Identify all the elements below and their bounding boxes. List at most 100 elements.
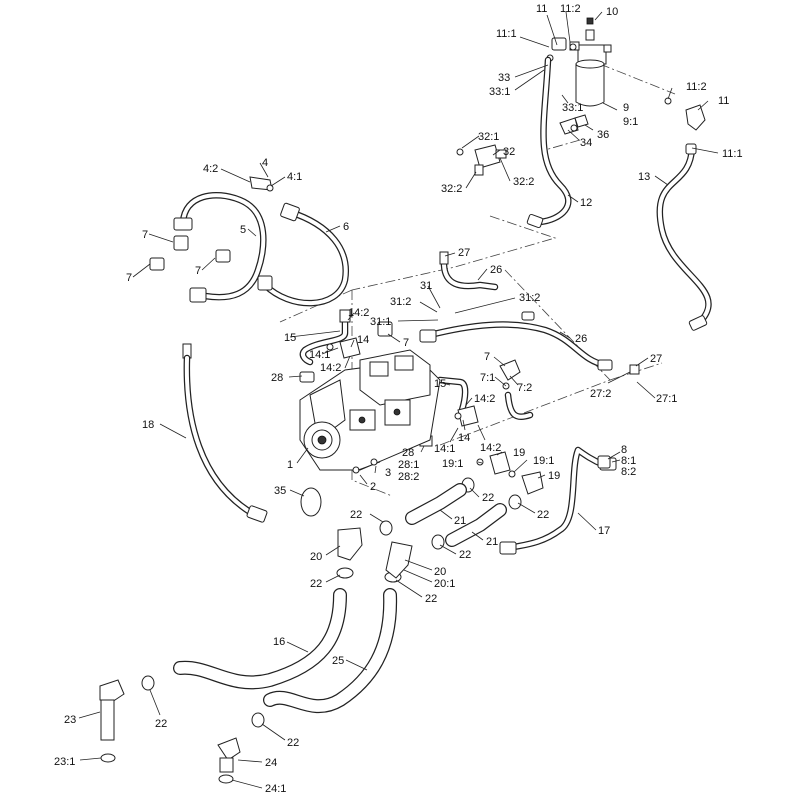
callout-label: 14:2: [474, 393, 495, 405]
callout-label: 21: [486, 536, 498, 548]
callout-label: 19:1: [533, 455, 554, 467]
callout-label: 1: [287, 459, 293, 471]
callout-label: 33:1: [562, 102, 583, 114]
callout-label: 31: [420, 280, 432, 292]
hydraulic-filter-assembly: [546, 17, 612, 135]
callout-label: 19: [513, 447, 525, 459]
callout-label: 11: [718, 95, 729, 107]
callout-label: 22: [425, 593, 437, 605]
callout-label: 22: [350, 509, 362, 521]
callout-label: 27: [458, 247, 470, 259]
callout-label: 26: [575, 333, 587, 345]
callout-label: 8:1: [621, 455, 636, 467]
callout-label: 12: [580, 197, 592, 209]
callout-label: 18: [142, 419, 154, 431]
callout-label: 28:1: [398, 459, 419, 471]
callout-label: 16: [273, 636, 285, 648]
callout-label: 8:2: [621, 466, 636, 478]
callout-label: 11: [536, 3, 547, 15]
callout-label: 22: [537, 509, 549, 521]
callout-label: 15: [434, 378, 446, 390]
callout-label: 32: [503, 146, 515, 158]
tee-fitting-32: [456, 144, 507, 176]
callout-label: 13: [638, 171, 650, 183]
callout-label: 19:1: [442, 458, 463, 470]
callout-label: 7: [403, 337, 409, 349]
suction-strainers-23-24: [99, 679, 241, 784]
callout-label: 11:2: [560, 3, 581, 15]
leader-lines: [78, 11, 719, 789]
callout-label: 24:1: [265, 783, 286, 795]
callout-label: 7:2: [517, 382, 532, 394]
callout-label: 14:2: [480, 442, 501, 454]
callout-label: 36: [597, 129, 609, 141]
callout-label: 15: [284, 332, 296, 344]
callout-label: 27: [650, 353, 662, 365]
callout-label: 7: [484, 351, 490, 363]
callout-label: 14: [458, 432, 470, 444]
callout-label: 10: [606, 6, 618, 18]
callout-label: 9: [623, 102, 629, 114]
callout-label: 14: [357, 334, 369, 346]
suction-hoses-16-25: [173, 588, 398, 714]
suction-tubes-21: [405, 483, 507, 547]
callout-label: 28:2: [398, 471, 419, 483]
clamp-35: [300, 487, 322, 517]
callout-label: 22: [482, 492, 494, 504]
elbow-fitting-7: [377, 321, 534, 421]
callout-label: 2: [370, 481, 376, 493]
callout-label: 14:2: [320, 362, 341, 374]
callout-label: 22: [155, 718, 167, 730]
callout-label: 4:1: [287, 171, 302, 183]
callout-label: 31:2: [390, 296, 411, 308]
callout-label: 28: [402, 447, 414, 459]
callout-label: 14:1: [309, 349, 330, 361]
callout-label: 31:1: [370, 316, 391, 328]
callout-label: 33:1: [489, 86, 510, 98]
callout-label: 32:2: [441, 183, 462, 195]
callout-label: 35: [274, 485, 286, 497]
callout-label: 7: [142, 229, 148, 241]
callout-label: 22: [310, 578, 322, 590]
callout-label: 22: [287, 737, 299, 749]
callout-label: 11:1: [722, 148, 743, 160]
callout-label: 25: [332, 655, 344, 667]
callout-label: 22: [459, 549, 471, 561]
callout-label: 33: [498, 72, 510, 84]
callout-label: 4:2: [203, 163, 218, 175]
hoses-5-6: [149, 176, 349, 307]
callout-label: 4: [262, 157, 268, 169]
callout-label: 7: [195, 265, 201, 277]
callout-label: 28: [271, 372, 283, 384]
callout-label: 19: [548, 470, 560, 482]
callout-label: 21: [454, 515, 466, 527]
callout-label: 11:1: [496, 28, 517, 40]
misc-fittings: [597, 451, 621, 469]
callout-label: 20:1: [434, 578, 455, 590]
callout-label: 23: [64, 714, 76, 726]
callout-label: 7: [126, 272, 132, 284]
elbows-20: [337, 527, 413, 579]
callout-label: 23:1: [54, 756, 75, 768]
callout-label: 20: [434, 566, 446, 578]
callout-label: 20: [310, 551, 322, 563]
callout-labels: 11 11:2 10 11:1 33 33:1 33:1 9 9:1 36 34…: [54, 3, 743, 795]
callout-label: 32:1: [478, 131, 499, 143]
callout-label: 14:1: [434, 443, 455, 455]
callout-label: 6: [343, 221, 349, 233]
hose-26: [419, 251, 640, 375]
hydraulic-pump-1: [299, 349, 441, 474]
callout-label: 27:2: [590, 388, 611, 400]
callout-label: 5: [240, 224, 246, 236]
callout-label: 7:1: [480, 372, 495, 384]
callout-label: 26: [490, 264, 502, 276]
callout-label: 3: [385, 467, 391, 479]
callout-label: 17: [598, 525, 610, 537]
callout-label: 14:2: [348, 307, 369, 319]
hose-12: [526, 56, 572, 229]
callout-label: 11:2: [686, 81, 707, 93]
callout-label: 8: [621, 444, 627, 456]
fittings-19-22: [141, 451, 544, 728]
callout-label: 27:1: [656, 393, 677, 405]
